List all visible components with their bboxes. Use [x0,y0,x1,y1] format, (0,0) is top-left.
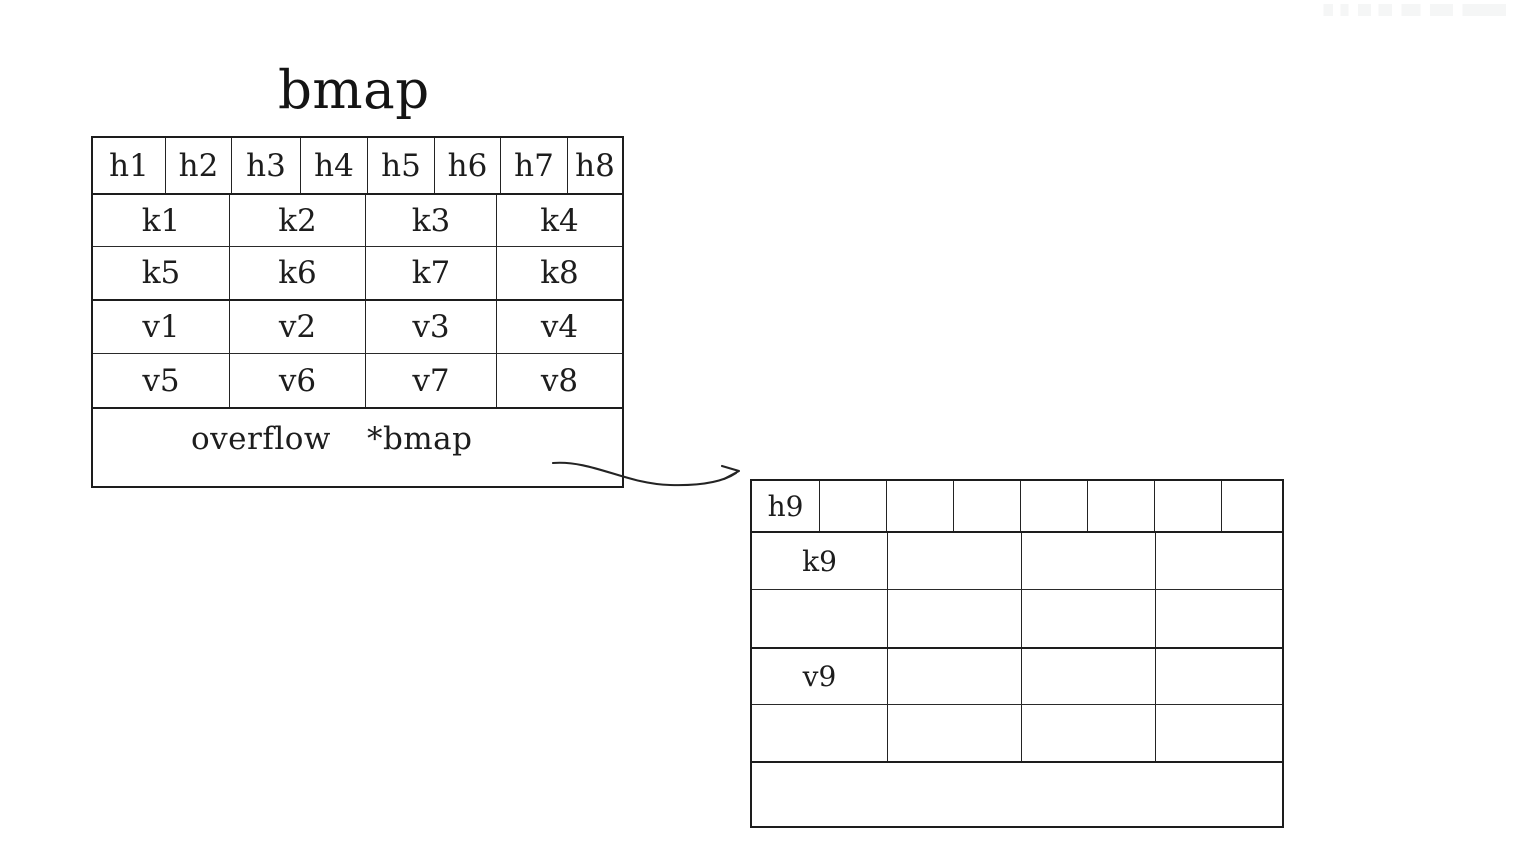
overflow-keys-row-1: k9 [752,531,1282,589]
bmap-tophash-cell-h4: h4 [300,138,367,193]
bmap-key-cell-k4: k4 [496,195,622,246]
bmap-key-cell-k5: k5 [141,255,181,291]
bmap-tophash-cell-h2: h2 [165,138,231,193]
bmap-values-row-1: v1 v2 v3 v4 [93,299,622,353]
bmap-tophash-cell-h8: h8 [567,138,622,193]
overflow-tophash-cell-h9: h9 [767,489,804,523]
overflow-key-cell-5 [752,590,887,647]
bmap-key-cell-k1: k1 [141,202,181,239]
bmap-tophash-cell-h5: h5 [367,138,434,193]
bmap-tophash-cell-h7: h7 [500,138,567,193]
overflow-value-cell-2 [887,649,1021,704]
overflow-pointer-label: *bmap [366,421,473,457]
bmap-value-cell-v6: v6 [229,354,365,407]
bmap-value-cell-v2: v2 [229,301,365,353]
overflow-tophash-cell-6 [1087,481,1154,531]
bmap-keys-row-1: k1 k2 k3 k4 [93,193,622,246]
overflow-key-cell-k9: k9 [802,544,837,578]
bmap-value-cell-v4: v4 [496,301,622,353]
overflow-label: overflow [191,421,331,457]
bmap-key-cell-k6: k6 [229,247,365,299]
overflow-key-cell-4 [1155,533,1282,589]
bmap-tophash-cell-h3: h3 [231,138,300,193]
overflow-keys-row-2 [752,589,1282,647]
bmap-title: bmap [278,60,430,121]
overflow-value-cell-v9: v9 [802,660,837,693]
bmap-key-cell-k8: k8 [496,247,622,299]
bmap-tophash-cell-h1: h1 [109,147,149,184]
overflow-key-cell-3 [1021,533,1155,589]
overflow-overflow-row [752,761,1282,818]
bmap-key-cell-k7: k7 [365,247,496,299]
bmap-value-cell-v3: v3 [365,301,496,353]
overflow-key-cell-8 [1155,590,1282,647]
overflow-value-cell-4 [1155,649,1282,704]
bmap-key-cell-k3: k3 [365,195,496,246]
arrow-head [720,464,741,481]
bmap-overflow-cell: overflow *bmap [93,409,622,469]
bmap-value-cell-v8: v8 [496,354,622,407]
overflow-key-cell-2 [887,533,1021,589]
overflow-value-cell-5 [752,705,887,761]
bmap-overflow-row: overflow *bmap [93,407,622,469]
bmap-tophash-row: h1 h2 h3 h4 h5 h6 h7 h8 [93,138,622,193]
overflow-tophash-cell-5 [1020,481,1087,531]
bmap-value-cell-v7: v7 [365,354,496,407]
bmap-keys-row-2: k5 k6 k7 k8 [93,246,622,299]
bmap-value-cell-v5: v5 [142,362,180,399]
overflow-tophash-cell-3 [886,481,953,531]
overflow-tophash-cell-8 [1221,481,1282,531]
overflow-value-cell-3 [1021,649,1155,704]
overflow-value-cell-6 [887,705,1021,761]
overflow-tophash-cell-2 [819,481,886,531]
top-right-artifact [1316,4,1506,16]
overflow-overflow-cell [752,763,1282,818]
overflow-value-cell-8 [1155,705,1282,761]
overflow-key-cell-6 [887,590,1021,647]
bmap-struct: h1 h2 h3 h4 h5 h6 h7 h8 k1 k2 k3 k4 k5 k… [91,136,624,488]
overflow-tophash-row: h9 [752,481,1282,531]
overflow-tophash-cell-7 [1154,481,1221,531]
bmap-tophash-cell-h6: h6 [434,138,500,193]
bmap-key-cell-k2: k2 [229,195,365,246]
overflow-value-cell-7 [1021,705,1155,761]
bmap-values-row-2: v5 v6 v7 v8 [93,353,622,407]
overflow-tophash-cell-4 [953,481,1020,531]
overflow-key-cell-7 [1021,590,1155,647]
overflow-values-row-2 [752,704,1282,761]
bmap-value-cell-v1: v1 [142,309,180,345]
overflow-bmap-struct: h9 k9 v9 [750,479,1284,828]
overflow-values-row-1: v9 [752,647,1282,704]
